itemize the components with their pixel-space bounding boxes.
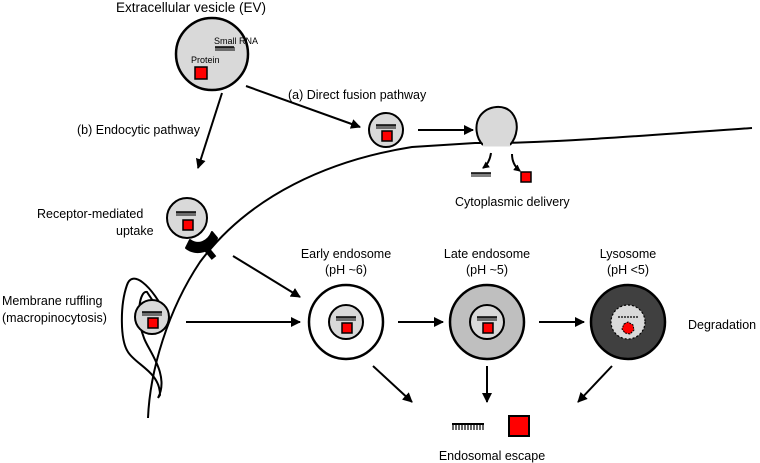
cell-membrane xyxy=(147,127,753,419)
receptor-ev xyxy=(166,197,208,239)
receptor-stem xyxy=(201,244,217,260)
membrane-ruffle xyxy=(120,277,170,399)
rna-comb-icon xyxy=(470,172,492,178)
early-endosome-label-2: (pH ~6) xyxy=(325,263,367,277)
degradation-label: Degradation xyxy=(688,318,756,332)
fusing-ev xyxy=(369,113,403,147)
lysosome-label-1: Lysosome xyxy=(600,247,657,261)
protein-square-icon xyxy=(508,415,530,437)
arrow-icon xyxy=(577,365,613,403)
endosomal-escape-label: Endosomal escape xyxy=(439,449,545,463)
late-endosome-label-2: (pH ~5) xyxy=(466,263,508,277)
fused-vesicle xyxy=(475,106,518,146)
endocytic-label: (b) Endocytic pathway xyxy=(77,123,201,137)
late-endosome-ev xyxy=(470,305,504,339)
direct-fusion-label: (a) Direct fusion pathway xyxy=(288,88,427,102)
arrow-icon xyxy=(372,365,413,403)
arrow-icon xyxy=(245,85,361,129)
arrow-icon xyxy=(511,153,521,172)
protein-label: Protein xyxy=(191,55,220,65)
ev-title: Extracellular vesicle (EV) xyxy=(116,0,266,15)
degraded-protein-icon xyxy=(621,321,635,335)
rna-comb-icon xyxy=(451,423,485,431)
arrow-icon xyxy=(195,92,223,169)
ruffling-label-1: Membrane ruffling xyxy=(2,294,103,308)
arrow-icon xyxy=(482,152,492,169)
early-endosome-label-1: Early endosome xyxy=(301,247,391,261)
receptor-label-2: uptake xyxy=(116,224,154,238)
small-rna-label: Small RNA xyxy=(214,36,258,46)
receptor-label-1: Receptor-mediated xyxy=(37,207,143,221)
late-endosome-label-1: Late endosome xyxy=(444,247,530,261)
early-endosome-ev xyxy=(329,305,363,339)
receptor-icon xyxy=(185,231,218,254)
ruffling-label-2: (macropinocytosis) xyxy=(2,311,107,325)
macropinocytosis-ev xyxy=(135,300,169,334)
cytoplasmic-delivery-label: Cytoplasmic delivery xyxy=(455,195,570,209)
extracellular-vesicle xyxy=(174,16,250,92)
lysosome-label-2: (pH <5) xyxy=(607,263,649,277)
protein-square-icon xyxy=(520,171,532,183)
protein-square-icon xyxy=(194,66,208,80)
arrow-icon xyxy=(232,255,301,298)
